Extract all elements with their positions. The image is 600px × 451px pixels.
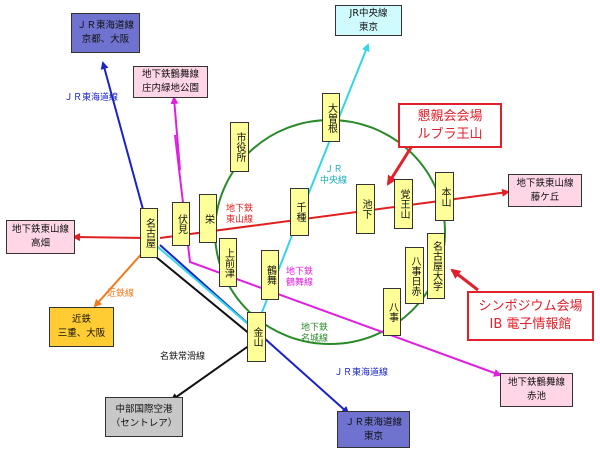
banquet-callout-arrow [386,145,414,186]
dest-line-name: 近鉄 [71,314,91,325]
dest-place-name: 赤池 [526,391,546,402]
kintetsu-line [93,249,146,308]
station-nagoya-daigaku: 名古屋大学 [427,233,445,299]
label-tsurumai-2: 鶴舞線 [286,278,314,288]
dest-place-name: 東京 [363,430,383,442]
dest-line-name: 地下鉄東山線 [516,177,574,189]
label-jr-chuo-1: ＪＲ [324,165,343,175]
banquet-place: ルブラ王山 [417,126,483,142]
station-ozone: 大曽根 [322,93,340,142]
label-tsurumai-1: 地下鉄 [286,267,314,277]
dest-kintetsu: 近鉄 三重、大阪 [49,307,114,347]
dest-tsurumai-akaike: 地下鉄鶴舞線 赤池 [500,373,573,407]
dest-jr-tokaido-kyoto: ＪＲ東海道線 京都、大阪 [71,13,140,53]
label-meijo-1: 地下鉄 [301,323,329,333]
dest-jr-tokaido-tokyo: ＪＲ東海道線 東京 [337,411,410,448]
meitetsu-line-lower [170,339,258,402]
station-nagoya: 名古屋 [140,208,158,258]
station-yagoto-nisseki: 八事日赤 [405,247,424,304]
label-tsurumai: 地下鉄 鶴舞線 [286,267,313,289]
symposium-venue-callout: シンポジウム会場 IB 電子情報館 [467,291,594,341]
dest-place-name: 三重、大阪 [57,328,106,339]
meitetsu-line-upper [149,251,258,341]
dest-place-name: 東京 [358,21,378,33]
meijo-line-loop [214,119,446,345]
banquet-venue-callout: 懇親会会場 ルブラ王山 [398,103,502,148]
label-jr-tokaido-top: ＪＲ東海道線 [64,93,119,103]
higashiyama-line-west [72,233,149,242]
dest-line-name: 中部国際空港 [115,404,173,415]
tsurumai-line [174,134,502,377]
station-yagoto: 八事 [383,288,401,336]
dest-tsurumai-shonai: 地下鉄鶴舞線 庄内緑地公園 [133,66,208,98]
dest-higashiyama-takabata: 地下鉄東山線 高畑 [6,220,75,254]
dest-jr-chuo-tokyo: JR中央線 東京 [335,5,402,36]
label-meitetsu: 名鉄常滑線 [160,352,206,362]
dest-line-name: ＪＲ東海道線 [76,20,134,31]
label-meijo-2: 名城線 [301,334,329,344]
dest-line-name: 地下鉄東山線 [11,224,69,235]
dest-line-name: 地下鉄鶴舞線 [141,69,199,80]
symposium-title: シンポジウム会場 [478,299,583,314]
label-jr-tokaido-bottom: ＪＲ東海道線 [334,368,389,378]
station-kakuozan: 覚王山 [394,179,413,229]
station-chikusa: 千種 [290,188,309,236]
dest-place-name: 京都、大阪 [81,34,130,45]
station-fushimi: 伏見 [172,202,190,246]
label-kintetsu: 近鉄線 [107,289,135,299]
banquet-title: 懇親会会場 [417,108,483,124]
station-kanayama: 金山 [247,312,266,362]
dest-place-name: 藤ケ丘 [530,191,560,203]
symposium-callout-arrow [450,268,479,292]
dest-line-name: JR中央線 [349,7,388,19]
jr-tokaido-line-north [100,61,151,236]
label-higashiyama: 地下鉄 東山線 [226,204,253,226]
dest-place-name: 高畑 [30,238,50,249]
dest-higashiyama-fujigaoka: 地下鉄東山線 藤ケ丘 [508,174,582,207]
station-kamimaezu: 上前津 [219,238,237,287]
label-meijo: 地下鉄 名城線 [301,323,328,345]
dest-place-name: （セントレア） [110,418,178,429]
tsurumai-line-north-arrow [170,96,181,171]
label-higashiyama-2: 東山線 [226,215,254,225]
label-jr-chuo-2: 中央線 [320,176,348,186]
station-motoyama: 本山 [435,172,454,221]
station-ikeshita: 池下 [356,184,375,234]
dest-line-name: 地下鉄鶴舞線 [507,377,565,388]
dest-chubu-airport: 中部国際空港 （セントレア） [105,397,183,437]
station-tsurumai: 鶴舞 [261,250,279,300]
label-higashiyama-1: 地下鉄 [226,204,254,214]
symposium-place: IB 電子情報館 [489,317,572,332]
label-jr-chuo: ＪＲ 中央線 [320,165,347,187]
station-shiyakusho: 市役所 [230,122,249,172]
station-sakae: 栄 [199,194,217,243]
dest-place-name: 庄内緑地公園 [141,83,199,94]
dest-line-name: ＪＲ東海道線 [344,416,402,428]
